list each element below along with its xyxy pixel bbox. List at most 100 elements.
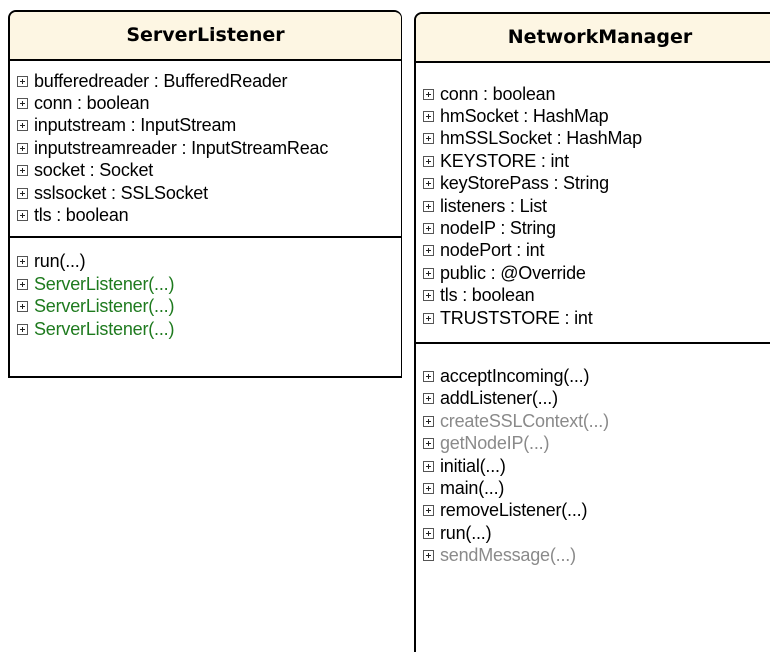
expand-icon[interactable] (17, 323, 28, 335)
attribute-item[interactable]: tls : boolean (423, 285, 770, 307)
methods-section: run(...) ServerListener(...) ServerListe… (10, 238, 401, 341)
attribute-item[interactable]: keyStorePass : String (423, 173, 770, 195)
expand-icon[interactable] (423, 88, 434, 100)
attribute-label: tls : boolean (34, 205, 129, 226)
method-label: removeListener(...) (440, 500, 588, 521)
attribute-item[interactable]: tls : boolean (17, 204, 401, 226)
method-item[interactable]: removeListener(...) (423, 500, 770, 522)
attribute-item[interactable]: bufferedreader : BufferedReader (17, 70, 401, 92)
expand-icon[interactable] (423, 482, 434, 494)
expand-icon[interactable] (423, 223, 434, 235)
private-method-item[interactable]: sendMessage(...) (423, 544, 770, 566)
expand-icon[interactable] (17, 187, 28, 199)
expand-icon[interactable] (17, 142, 28, 154)
attribute-label: sslsocket : SSLSocket (34, 182, 208, 203)
method-label: run(...) (440, 522, 492, 543)
expand-icon[interactable] (423, 178, 434, 190)
method-item[interactable]: initial(...) (423, 455, 770, 477)
attribute-item[interactable]: conn : boolean (17, 92, 401, 114)
method-label: sendMessage(...) (440, 545, 576, 566)
constructor-item[interactable]: ServerListener(...) (17, 318, 401, 340)
expand-icon[interactable] (17, 75, 28, 87)
expand-icon[interactable] (17, 120, 28, 132)
attribute-item[interactable]: socket : Socket (17, 160, 401, 182)
attribute-item[interactable]: inputstream : InputStream (17, 115, 401, 137)
expand-icon[interactable] (423, 527, 434, 539)
private-method-item[interactable]: createSSLContext(...) (423, 410, 770, 432)
attribute-label: KEYSTORE : int (440, 150, 569, 171)
method-item[interactable]: run(...) (17, 251, 401, 273)
section-divider (416, 342, 770, 345)
expand-icon[interactable] (17, 98, 28, 110)
attribute-label: hmSocket : HashMap (440, 106, 609, 127)
expand-icon[interactable] (423, 460, 434, 472)
method-label: acceptIncoming(...) (440, 365, 590, 386)
method-item[interactable]: acceptIncoming(...) (423, 365, 770, 387)
method-label: main(...) (440, 477, 505, 498)
expand-icon[interactable] (423, 245, 434, 257)
attribute-label: conn : boolean (440, 83, 556, 104)
method-label: createSSLContext(...) (440, 410, 609, 431)
attributes-section: conn : boolean hmSocket : HashMap hmSSLS… (416, 63, 770, 342)
expand-icon[interactable] (423, 505, 434, 517)
class-box-serverlistener[interactable]: ServerListener bufferedreader : Buffered… (8, 10, 402, 378)
attribute-item[interactable]: public : @Override (423, 262, 770, 284)
section-divider (10, 235, 401, 238)
attribute-label: hmSSLSocket : HashMap (440, 128, 642, 149)
expand-icon[interactable] (17, 301, 28, 313)
attribute-item[interactable]: KEYSTORE : int (423, 150, 770, 172)
expand-icon[interactable] (423, 370, 434, 382)
attribute-item[interactable]: listeners : List (423, 195, 770, 217)
constructor-item[interactable]: ServerListener(...) (17, 273, 401, 295)
attribute-label: inputstreamreader : InputStreamReac (34, 137, 329, 158)
attribute-label: listeners : List (440, 195, 547, 216)
private-method-item[interactable]: getNodeIP(...) (423, 432, 770, 454)
attribute-item[interactable]: sslsocket : SSLSocket (17, 182, 401, 204)
attribute-item[interactable]: TRUSTSTORE : int (423, 307, 770, 329)
attribute-item[interactable]: inputstreamreader : InputStreamReac (17, 137, 401, 159)
attribute-label: TRUSTSTORE : int (440, 307, 593, 328)
method-label: ServerListener(...) (34, 273, 175, 294)
expand-icon[interactable] (423, 550, 434, 562)
class-box-networkmanager[interactable]: NetworkManager conn : boolean hmSocket :… (414, 12, 770, 652)
attribute-item[interactable]: nodePort : int (423, 240, 770, 262)
method-label: initial(...) (440, 455, 506, 476)
constructor-item[interactable]: ServerListener(...) (17, 296, 401, 318)
class-title: NetworkManager (416, 14, 770, 63)
expand-icon[interactable] (17, 256, 28, 268)
expand-icon[interactable] (423, 133, 434, 145)
methods-section: acceptIncoming(...) addListener(...) cre… (416, 344, 770, 567)
method-label: run(...) (34, 251, 86, 272)
attribute-label: nodeIP : String (440, 218, 556, 239)
expand-icon[interactable] (423, 111, 434, 123)
expand-icon[interactable] (17, 165, 28, 177)
attribute-item[interactable]: nodeIP : String (423, 217, 770, 239)
expand-icon[interactable] (423, 267, 434, 279)
expand-icon[interactable] (423, 155, 434, 167)
expand-icon[interactable] (423, 438, 434, 450)
method-item[interactable]: main(...) (423, 477, 770, 499)
expand-icon[interactable] (423, 290, 434, 302)
attribute-item[interactable]: hmSSLSocket : HashMap (423, 128, 770, 150)
expand-icon[interactable] (423, 312, 434, 324)
attribute-label: conn : boolean (34, 93, 150, 114)
attribute-item[interactable]: hmSocket : HashMap (423, 105, 770, 127)
attribute-item[interactable]: conn : boolean (423, 83, 770, 105)
expand-icon[interactable] (423, 393, 434, 405)
attribute-label: bufferedreader : BufferedReader (34, 70, 288, 91)
expand-icon[interactable] (423, 200, 434, 212)
attribute-label: tls : boolean (440, 285, 535, 306)
expand-icon[interactable] (17, 278, 28, 290)
method-label: ServerListener(...) (34, 318, 175, 339)
class-title: ServerListener (10, 12, 401, 61)
method-item[interactable]: run(...) (423, 522, 770, 544)
expand-icon[interactable] (17, 210, 28, 222)
attribute-label: nodePort : int (440, 240, 545, 261)
attributes-section: bufferedreader : BufferedReader conn : b… (10, 61, 401, 236)
expand-icon[interactable] (423, 415, 434, 427)
attribute-label: keyStorePass : String (440, 173, 609, 194)
method-label: getNodeIP(...) (440, 433, 550, 454)
method-item[interactable]: addListener(...) (423, 388, 770, 410)
method-label: addListener(...) (440, 388, 558, 409)
attribute-label: public : @Override (440, 262, 586, 283)
